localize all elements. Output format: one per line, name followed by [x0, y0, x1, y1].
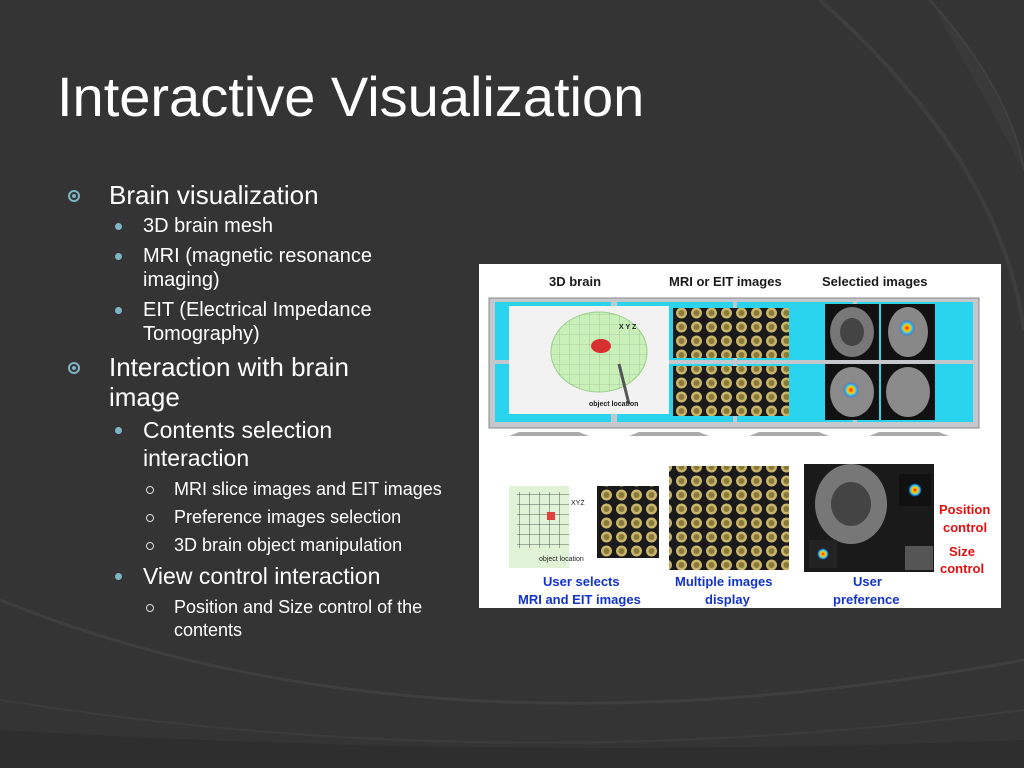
small-xyz-label: XYZ — [571, 500, 585, 507]
ring-bullet-icon — [146, 604, 154, 612]
ring-bullet-icon — [146, 486, 154, 494]
caption-user-selects: User selects — [543, 574, 620, 589]
slide-title: Interactive Visualization — [57, 65, 645, 128]
caption-position-2: control — [943, 520, 988, 535]
dot-bullet-icon — [115, 223, 122, 230]
caption-size: Size — [949, 544, 976, 559]
caption-position: Position — [939, 502, 991, 517]
visualization-figure: 3D brain MRI or EIT images Selectied ima… — [479, 264, 1001, 608]
bullet-contents-selection: Contents selection interaction — [60, 416, 423, 472]
bullet-mri: MRI (magnetic resonance imaging) — [60, 244, 443, 292]
xyz-label: X Y Z — [619, 324, 637, 331]
bullet-eit: EIT (Electrical Impedance Tomography) — [60, 298, 443, 346]
bullet-interaction: Interaction with brain image — [60, 352, 409, 412]
dot-bullet-icon — [115, 253, 122, 260]
caption-multiple: Multiple images — [675, 574, 773, 589]
object-location-label: object location — [589, 401, 639, 408]
bullet-mri-slice: MRI slice images and EIT images — [60, 478, 484, 501]
bullet-3d-object: 3D brain object manipulation — [60, 534, 460, 557]
bottom-panels — [509, 464, 934, 572]
figure-drawing — [488, 297, 980, 572]
caption-mri-eit: MRI or EIT images — [669, 274, 782, 289]
ring-bullet-icon — [146, 542, 154, 550]
caption-selected: Selectied images — [822, 274, 928, 289]
caption-3d-brain: 3D brain — [549, 274, 602, 289]
dot-bullet-icon — [115, 307, 122, 314]
caption-preference-2: preference — [833, 592, 900, 607]
bullet-preference: Preference images selection — [60, 506, 460, 529]
slide-outline: Brain visualization 3D brain mesh MRI (m… — [60, 180, 460, 647]
bullet-3d-brain-mesh: 3D brain mesh — [60, 214, 460, 238]
caption-size-2: control — [940, 561, 985, 576]
bullet-position-size: Position and Size control of the content… — [60, 596, 474, 642]
ring-bullet-icon — [146, 514, 154, 522]
dot-bullet-icon — [115, 573, 122, 580]
circle-bullet-icon — [68, 362, 80, 374]
display-wall — [488, 297, 980, 436]
caption-preference: User — [853, 574, 882, 589]
small-location-label: object location — [539, 556, 584, 563]
caption-multiple-2: display — [705, 592, 750, 607]
circle-bullet-icon — [68, 190, 80, 202]
bullet-view-control: View control interaction — [60, 562, 460, 590]
caption-user-selects-2: MRI and EIT images — [518, 592, 641, 607]
bullet-brain-visualization: Brain visualization — [60, 180, 460, 210]
dot-bullet-icon — [115, 427, 122, 434]
